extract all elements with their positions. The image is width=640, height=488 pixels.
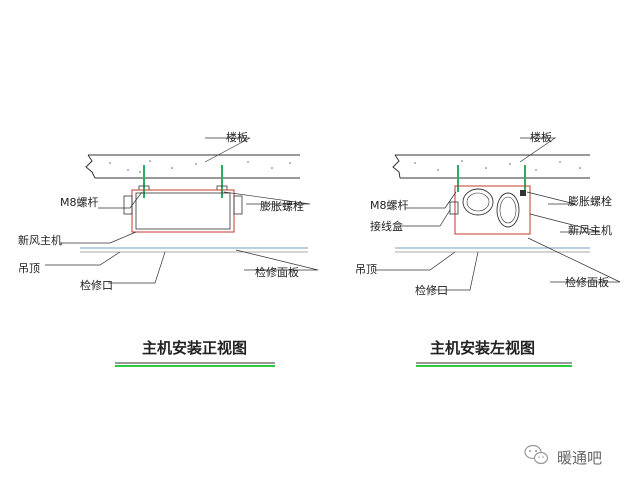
ceiling-line — [80, 247, 308, 253]
side-view-title: 主机安装左视图 — [430, 339, 535, 357]
side-ceiling-label: 吊顶 — [355, 263, 377, 276]
side-access-label: 检修口 — [415, 283, 448, 297]
side-bolt-label: 膨胀螺栓 — [568, 194, 612, 208]
side-rod-label: M8螺杆 — [370, 198, 409, 212]
side-panel-label: 检修面板 — [565, 275, 609, 289]
fresh-air-unit-front — [123, 189, 243, 233]
side-junction-label: 接线盒 — [370, 219, 403, 233]
front-view-title: 主机安装正视图 — [142, 339, 247, 357]
front-rod-label: M8螺杆 — [60, 195, 99, 209]
front-ceiling-label: 吊顶 — [18, 262, 40, 275]
front-panel-label: 检修面板 — [255, 265, 299, 279]
front-unit-label: 新风主机 — [18, 233, 62, 247]
floor-slab — [85, 154, 300, 179]
front-access-label: 检修口 — [80, 278, 113, 292]
watermark: 暖通吧 — [524, 444, 602, 467]
front-view: 楼板 M8螺杆 膨胀螺栓 新风主机 吊顶 检修口 检修面板 主机安装正视图 — [18, 130, 319, 367]
front-bolt-label: 膨胀螺栓 — [260, 199, 304, 213]
side-floor-label: 楼板 — [530, 130, 552, 144]
floor-slab-side — [392, 154, 590, 179]
front-floor-label: 楼板 — [226, 130, 248, 144]
wechat-icon — [524, 444, 549, 465]
side-view: 楼板 M8螺杆 接线盒 膨胀螺栓 新风主机 吊顶 检修口 检修面板 主机安装左视… — [355, 130, 621, 367]
watermark-text: 暖通吧 — [557, 449, 602, 467]
ceiling-line-side — [395, 247, 590, 253]
junction-box-shape — [449, 201, 459, 215]
fresh-air-unit-side — [449, 185, 531, 235]
side-unit-label: 新风主机 — [568, 223, 612, 237]
